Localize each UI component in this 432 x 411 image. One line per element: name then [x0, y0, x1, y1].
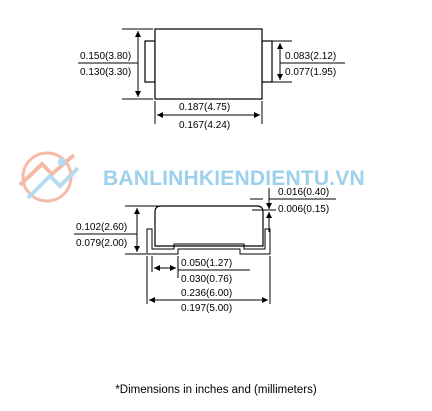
- watermark-text: BANLINHKIENDIENTU.VN: [103, 167, 365, 190]
- overall-length-min-label: 0.197(5.00): [181, 303, 232, 314]
- package-height-max-label: 0.102(2.60): [76, 222, 127, 233]
- lead-length-min-label: 0.030(0.76): [181, 274, 232, 285]
- watermark: BANLINHKIENDIENTU.VN: [18, 151, 365, 203]
- lead-length-max-label: 0.050(1.27): [181, 258, 232, 269]
- side-view: 0.016(0.40) 0.006(0.15) 0.102(2.60) 0.07…: [74, 187, 336, 314]
- lead-thickness-min-label: 0.006(0.15): [278, 204, 329, 215]
- top-view-left-lead: [144, 40, 156, 83]
- dimensions-footnote: *Dimensions in inches and (millimeters): [115, 384, 317, 396]
- lead-width-min-label: 0.077(1.95): [285, 67, 336, 78]
- watermark-logo: [18, 151, 80, 203]
- overall-length-max-label: 0.236(6.00): [181, 288, 232, 299]
- top-view: 0.150(3.80) 0.130(3.30) 0.083(2.12) 0.07…: [78, 28, 345, 131]
- body-height-max-label: 0.150(3.80): [80, 51, 131, 62]
- lead-width-max-label: 0.083(2.12): [285, 51, 336, 62]
- top-view-right-lead: [261, 40, 273, 83]
- top-view-body: [154, 28, 263, 100]
- body-width-max-label: 0.187(4.75): [179, 102, 230, 113]
- side-view-body: [154, 205, 264, 247]
- body-width-min-label: 0.167(4.24): [179, 120, 230, 131]
- body-height-min-label: 0.130(3.30): [80, 67, 131, 78]
- package-height-min-label: 0.079(2.00): [76, 238, 127, 249]
- side-view-lead: [146, 228, 271, 255]
- lead-thickness-max-label: 0.016(0.40): [278, 187, 329, 198]
